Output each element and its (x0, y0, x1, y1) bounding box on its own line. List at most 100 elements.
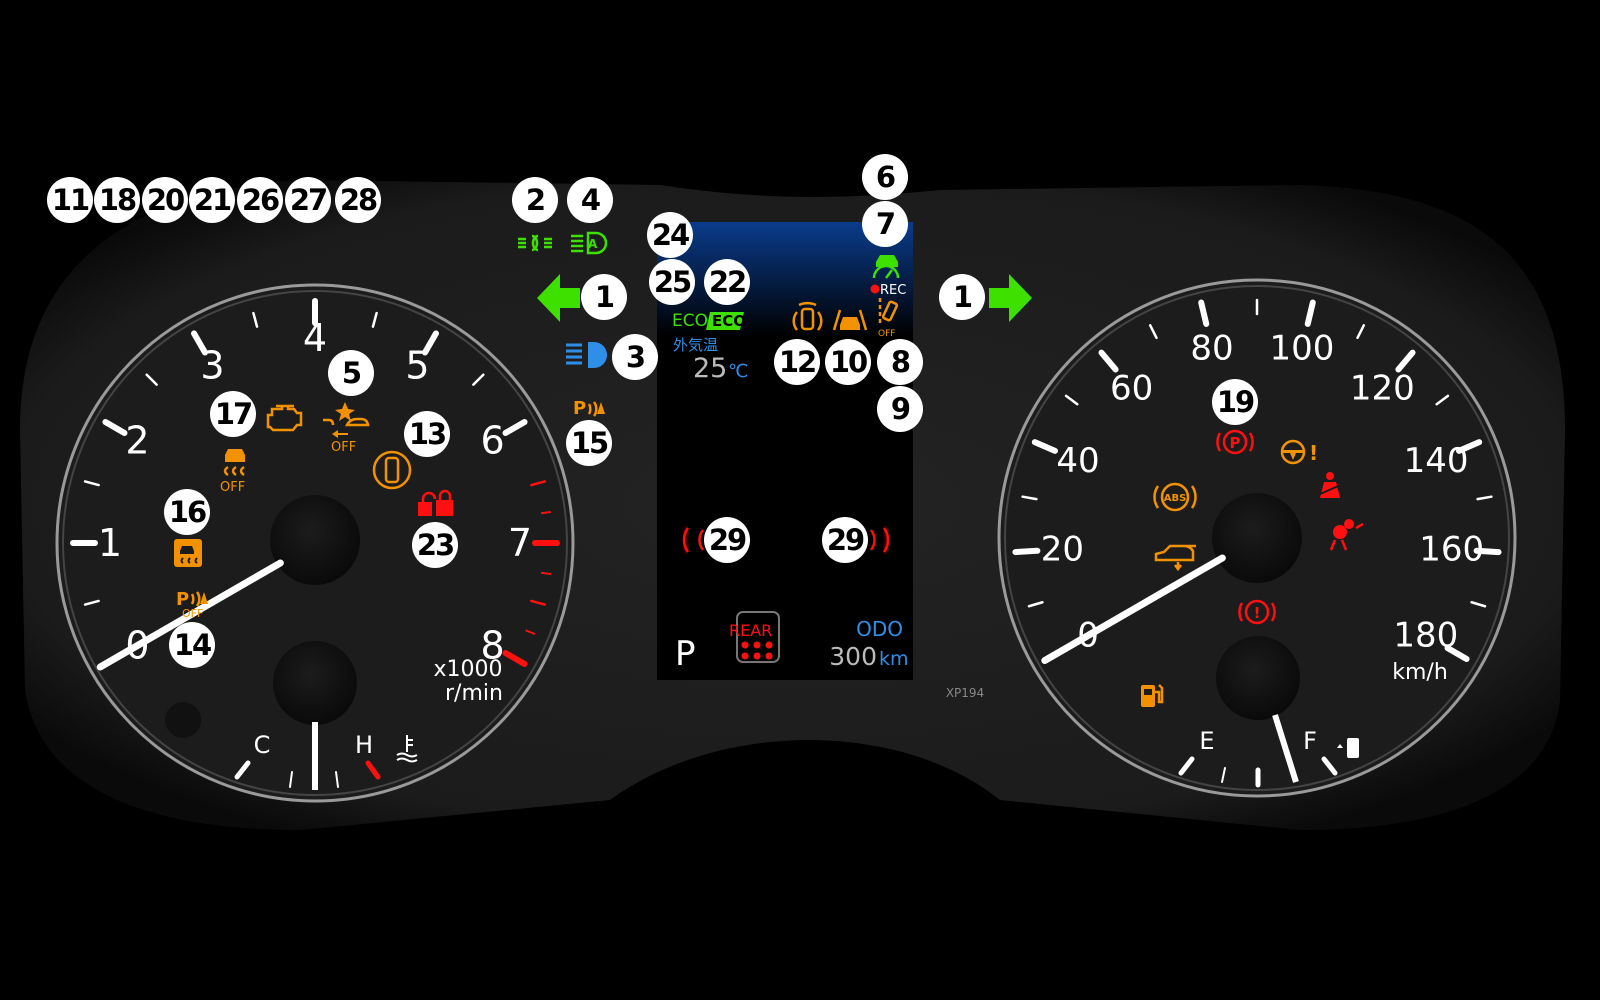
rec-label: REC (880, 283, 906, 298)
pre-collision-off-icon (323, 402, 370, 438)
slip-indicator-icon (174, 539, 202, 567)
minor-tick (1476, 495, 1493, 501)
temp-hub (273, 641, 357, 725)
check-engine-icon (266, 404, 303, 432)
coolant-temp-icon (396, 735, 418, 763)
speed-hub (1212, 493, 1302, 583)
eco-indicator: ECO (672, 311, 708, 331)
callout-3: 3 (612, 334, 658, 380)
tach-label: 1 (98, 521, 122, 565)
callout-2: 2 (512, 177, 558, 223)
turn-signal-right-icon (989, 274, 1032, 322)
callout-27: 27 (285, 177, 331, 223)
odometer-value: 300 (829, 642, 877, 671)
fuel-full-label: F (1303, 727, 1317, 755)
tach-hub (270, 495, 360, 585)
low-fuel-icon (1141, 684, 1164, 707)
callout-11: 11 (47, 177, 93, 223)
redzone-tick (534, 480, 546, 485)
downhill-assist-icon (1154, 544, 1196, 572)
redzone-tick (534, 601, 546, 606)
tach-label: 6 (480, 419, 504, 463)
parking-brake-icon: P (1216, 429, 1254, 455)
abs-icon: ABS (1153, 482, 1197, 512)
minor-tick (83, 480, 100, 487)
major-tick (1456, 439, 1483, 454)
callout-20: 20 (142, 177, 188, 223)
redzone-tick (540, 510, 552, 515)
callout-29-right: 29 (822, 517, 868, 563)
minor-tick (1027, 600, 1044, 608)
speed-label: 20 (1041, 529, 1084, 569)
minor-tick (472, 373, 485, 386)
tach-label: 4 (303, 316, 327, 360)
fuel-empty-label: E (1199, 727, 1214, 755)
abs-label: ABS (1164, 493, 1187, 504)
odometer-label: ODO (856, 617, 903, 641)
parking-support-off-p: P (176, 589, 189, 610)
speed-needle (1041, 554, 1226, 664)
callout-9: 9 (877, 386, 923, 432)
trip-reset-knob[interactable] (165, 702, 201, 738)
parking-sensor-right-icon (869, 527, 890, 553)
rec-dot (870, 284, 880, 294)
callout-25: 25 (649, 259, 695, 305)
vsc-off-label: OFF (220, 480, 245, 495)
lane-assist-icon (832, 309, 868, 331)
svg-text:A: A (588, 237, 598, 251)
parking-support-label: P (573, 398, 586, 419)
tach-label: 2 (125, 419, 149, 463)
speed-label: 140 (1404, 441, 1469, 481)
rear-seat-reminder-icon (736, 611, 780, 663)
brake-warning-label: ! (1254, 604, 1261, 622)
callout-7: 7 (862, 201, 908, 247)
callout-1-right: 1 (939, 274, 985, 320)
callout-12: 12 (774, 339, 820, 385)
minor-tick (145, 373, 158, 386)
major-tick (1198, 299, 1210, 327)
speed-label: 80 (1190, 328, 1233, 368)
rear-seatbelt-label: REAR (729, 621, 772, 640)
blind-spot-monitor-icon (792, 301, 823, 331)
shift-position: P (675, 634, 696, 674)
turn-signal-left-icon (537, 274, 580, 322)
major-tick (1395, 349, 1416, 373)
callout-23: 23 (412, 522, 458, 568)
steering-warning-icon: ! (1280, 439, 1318, 465)
callout-16: 16 (164, 489, 210, 535)
callout-15: 15 (566, 420, 612, 466)
speed-label: 40 (1056, 441, 1099, 481)
tach-label: 7 (508, 521, 532, 565)
callout-13: 13 (404, 411, 450, 457)
callout-10: 10 (825, 339, 871, 385)
callout-5: 5 (328, 350, 374, 396)
speed-label: 100 (1270, 328, 1335, 368)
temp-ticks (234, 760, 381, 788)
tach-needle (96, 559, 284, 671)
temp-hot-label: H (355, 731, 373, 759)
speedometer: 020406080100120140160180 km/h E F XP194 (946, 278, 1517, 798)
auto-high-beam-icon: A (571, 231, 608, 255)
temp-cold-label: C (254, 731, 271, 759)
eco-badge: ECO (712, 312, 746, 330)
minor-tick (1064, 394, 1079, 406)
callout-1-left: 1 (581, 274, 627, 320)
security-lock-icon (418, 489, 453, 516)
callout-21: 21 (189, 177, 235, 223)
redzone-tick (511, 656, 522, 663)
parking-support-icon: P (573, 398, 605, 419)
tach-label: 8 (480, 624, 504, 668)
major-tick (1444, 645, 1470, 662)
callout-4: 4 (567, 177, 613, 223)
cruise-control-icon (872, 255, 900, 279)
multi-information-display: REC ECO ECO 外気温 25 ℃ REAR P ODO 300 km (657, 222, 913, 680)
callout-17: 17 (210, 391, 256, 437)
fuel-hub (1216, 636, 1300, 720)
model-code: XP194 (946, 686, 984, 700)
minor-tick (1021, 495, 1038, 501)
major-tick (1473, 547, 1502, 556)
tail-light-indicator-icon (518, 234, 552, 252)
rear-cross-traffic-icon (372, 450, 412, 490)
